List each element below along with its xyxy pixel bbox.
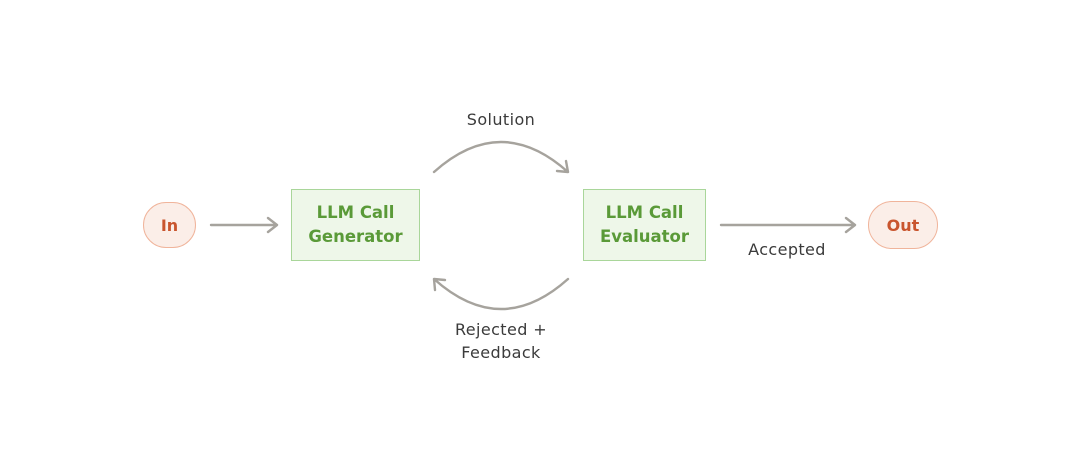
feedback-label-line2: Feedback	[461, 343, 541, 362]
arrow-solution-arc	[432, 140, 570, 174]
evaluator-node-line1: LLM Call	[605, 203, 684, 222]
input-node: In	[143, 202, 196, 248]
feedback-label-line1: Rejected +	[454, 320, 548, 339]
feedback-label: Rejected + Feedback	[431, 318, 571, 364]
output-node-label: Out	[886, 215, 920, 235]
output-node: Out	[868, 201, 938, 249]
evaluator-node-line2: Evaluator	[599, 227, 690, 246]
evaluator-node: LLM Call Evaluator	[583, 189, 706, 261]
generator-node-line1: LLM Call	[316, 203, 395, 222]
arrow-in-to-generator	[209, 216, 279, 234]
accepted-label: Accepted	[748, 240, 826, 259]
input-node-label: In	[160, 215, 179, 235]
solution-label: Solution	[466, 110, 536, 129]
generator-node: LLM Call Generator	[291, 189, 420, 261]
generator-node-line2: Generator	[308, 227, 403, 246]
arrow-feedback-arc	[432, 277, 570, 311]
arrow-accepted-to-out	[719, 216, 857, 234]
